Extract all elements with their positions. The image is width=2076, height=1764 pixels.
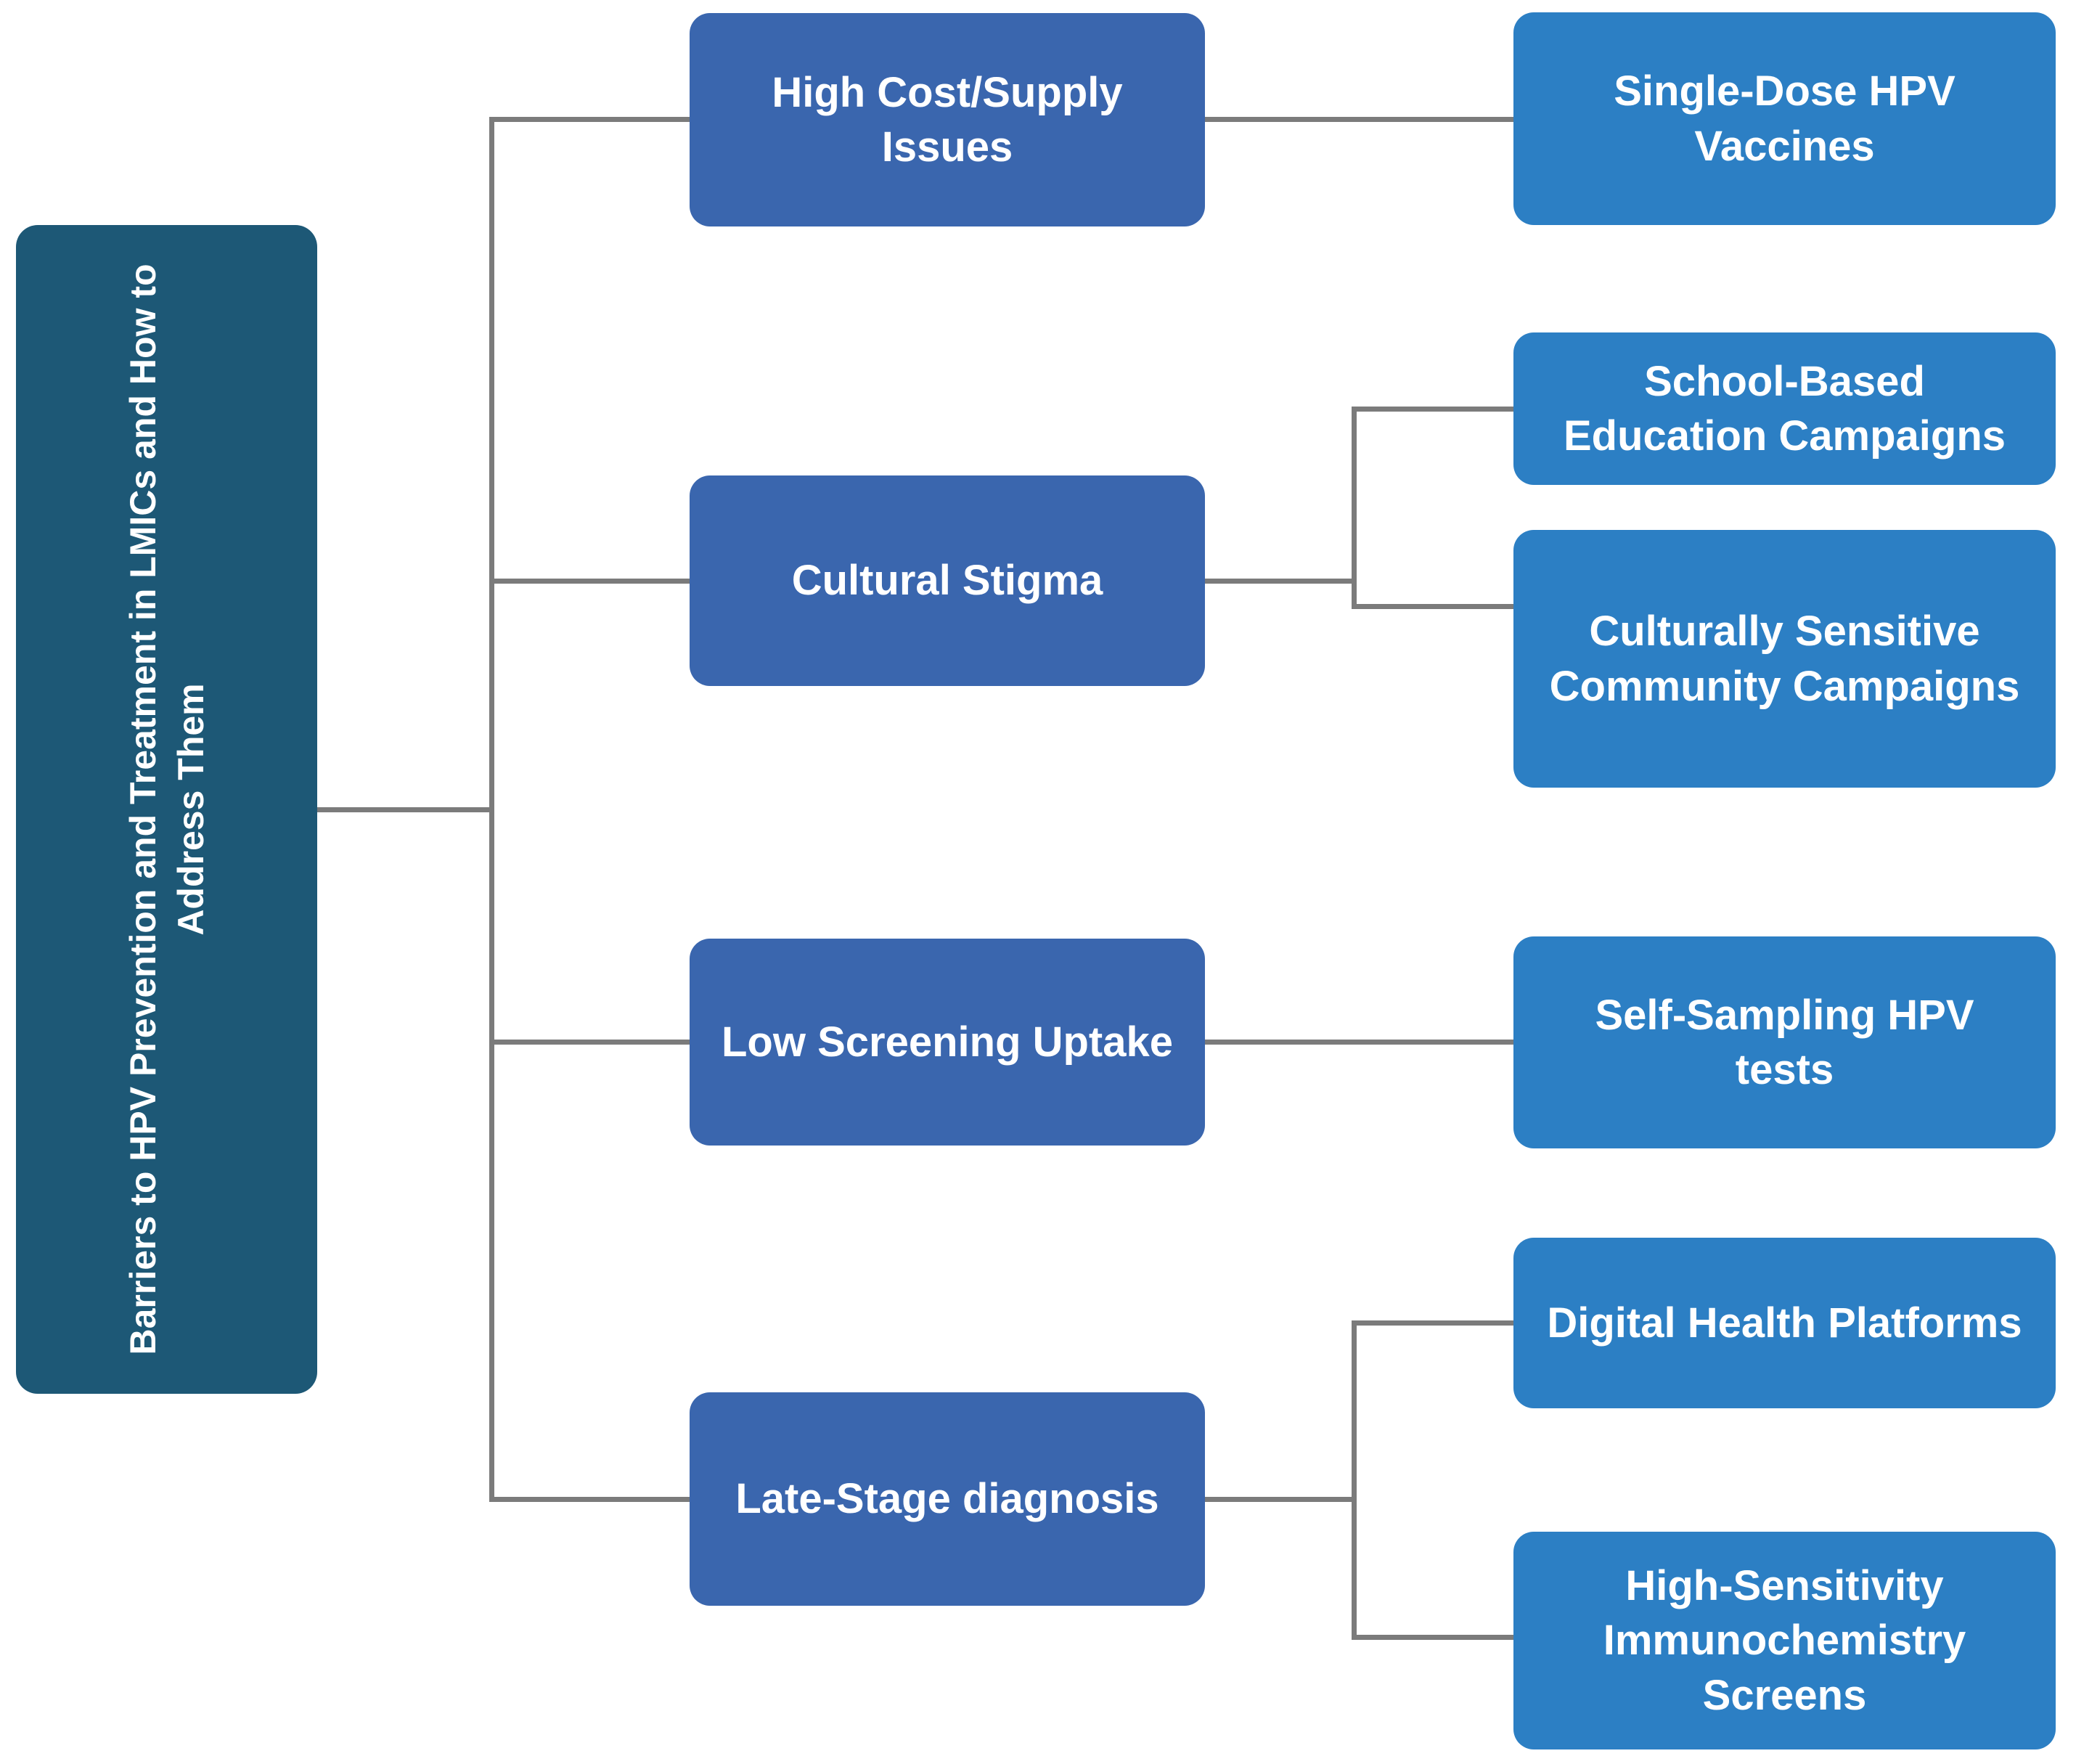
solution-node-school-education: School-Based Education Campaigns	[1513, 332, 2056, 485]
root-node-barriers: Barriers to HPV Prevention and Treatment…	[16, 225, 317, 1394]
solution-label: High-Sensitivity Immunochemistry Screens	[1603, 1561, 1966, 1719]
connector-bracket2-to-solution2a	[1352, 407, 1513, 412]
connector-spine-to-barrier1	[491, 117, 690, 122]
connector-barrier4-to-bracket	[1205, 1497, 1357, 1502]
barrier-node-cultural-stigma: Cultural Stigma	[690, 475, 1205, 686]
barrier-node-late-stage: Late-Stage diagnosis	[690, 1392, 1205, 1606]
barrier-node-low-screening: Low Screening Uptake	[690, 939, 1205, 1146]
solution-label: Culturally Sensitive Community Campaigns	[1549, 608, 2020, 710]
connector-bracket4-vertical	[1352, 1320, 1357, 1640]
connector-bracket2-to-solution2b	[1352, 604, 1513, 609]
solution-node-digital-health: Digital Health Platforms	[1513, 1238, 2056, 1408]
connector-spine-to-barrier4	[491, 1497, 690, 1502]
barrier-label: Late-Stage diagnosis	[735, 1475, 1159, 1523]
connector-barrier1-to-solution1	[1205, 117, 1513, 122]
solution-node-self-sampling-tests: Self-Sampling HPV tests	[1513, 936, 2056, 1148]
solution-node-community-campaigns: Culturally Sensitive Community Campaigns	[1513, 530, 2056, 788]
solution-node-single-dose-vaccines: Single-Dose HPV Vaccines	[1513, 12, 2056, 225]
root-node-label: Barriers to HPV Prevention and Treatment…	[122, 264, 211, 1355]
barrier-label: High Cost/Supply Issues	[772, 68, 1123, 171]
connector-barrier3-to-solution3	[1205, 1040, 1513, 1045]
solution-label: Digital Health Platforms	[1547, 1299, 2022, 1347]
barrier-label: Cultural Stigma	[791, 557, 1103, 605]
solution-label: Self-Sampling HPV tests	[1595, 991, 1974, 1093]
connector-main-spine	[489, 117, 494, 1502]
solution-label: Single-Dose HPV Vaccines	[1614, 68, 1956, 170]
connector-bracket2-vertical	[1352, 407, 1357, 609]
connector-spine-to-barrier2	[491, 579, 690, 584]
solution-node-immunochemistry-screens: High-Sensitivity Immunochemistry Screens	[1513, 1532, 2056, 1749]
connector-barrier2-to-bracket	[1205, 579, 1357, 584]
barrier-label: Low Screening Uptake	[721, 1018, 1174, 1066]
connector-bracket4-to-solution4a	[1352, 1320, 1513, 1326]
connector-spine-to-barrier3	[491, 1040, 690, 1045]
solution-label: School-Based Education Campaigns	[1563, 357, 2006, 460]
barrier-node-high-cost: High Cost/Supply Issues	[690, 13, 1205, 226]
connector-bracket4-to-solution4b	[1352, 1635, 1513, 1640]
connector-root-to-spine	[317, 807, 494, 812]
